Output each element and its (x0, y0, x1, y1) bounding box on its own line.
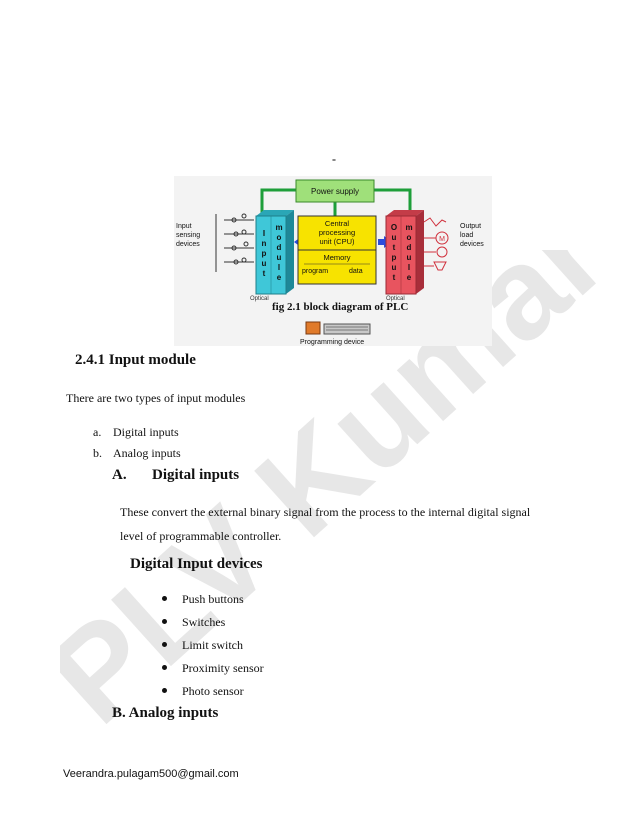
list-text: Digital inputs (113, 425, 179, 439)
power-supply-block (295, 179, 375, 203)
svg-text:m: m (275, 223, 282, 232)
input-devices-label-2: sensing (176, 232, 200, 239)
svg-text:m: m (405, 223, 412, 232)
power-wiring (260, 188, 412, 216)
list-text: Analog inputs (113, 446, 181, 460)
svg-text:p: p (392, 253, 397, 262)
svg-text:t: t (393, 243, 396, 252)
svg-text:p: p (262, 249, 267, 258)
digital-devices-list: Push buttons Switches Limit switch Proxi… (162, 590, 264, 705)
svg-text:M: M (439, 236, 445, 243)
list-item: a. Digital inputs (93, 425, 179, 440)
svg-text:unit (CPU): unit (CPU) (319, 237, 355, 246)
list-item: b. Analog inputs (93, 446, 181, 461)
digital-inputs-heading: A. Digital inputs (112, 467, 239, 484)
svg-text:O: O (391, 223, 397, 232)
input-devices-label-1: Input (176, 223, 192, 230)
heading-title: Digital inputs (152, 467, 240, 483)
plc-block-diagram: Power supply Input sensing devices I n p… (174, 176, 492, 346)
svg-text:Central: Central (325, 219, 350, 228)
programming-device-keyboard (323, 323, 371, 335)
svg-text:o: o (277, 233, 282, 242)
list-marker: a. (93, 425, 102, 439)
output-loads (423, 217, 449, 271)
svg-text:u: u (392, 233, 397, 242)
svg-text:Optical: Optical (250, 296, 269, 302)
figure-caption: fig 2.1 block diagram of PLC (272, 301, 409, 313)
svg-text:u: u (277, 253, 282, 262)
svg-text:o: o (407, 233, 412, 242)
list-marker: b. (93, 446, 102, 460)
list-item: Limit switch (162, 636, 264, 659)
svg-text:processing: processing (319, 228, 355, 237)
heading-marker: A. (112, 467, 127, 483)
output-devices-label-2: load (460, 232, 473, 239)
memory-label: Memory (323, 253, 350, 262)
svg-text:u: u (262, 259, 267, 268)
list-item: Photo sensor (162, 682, 264, 705)
power-supply-label: Power supply (311, 187, 359, 196)
digital-paragraph-line-2: level of programmable controller. (120, 529, 282, 543)
svg-text:e: e (407, 273, 412, 282)
footer-email: Veerandra.pulagam500@gmail.com (63, 768, 239, 780)
svg-text:e: e (277, 273, 282, 282)
input-devices-label-3: devices (176, 241, 200, 248)
intro-text: There are two types of input modules (66, 391, 246, 405)
svg-text:t: t (393, 273, 396, 282)
programming-device-monitor (305, 321, 321, 335)
digital-devices-heading: Digital Input devices (130, 556, 263, 572)
svg-text:d: d (407, 243, 412, 252)
svg-text:u: u (407, 253, 412, 262)
svg-text:l: l (408, 263, 410, 272)
input-switches (215, 213, 254, 272)
output-devices-label-3: devices (460, 241, 484, 248)
list-item: Switches (162, 613, 264, 636)
svg-text:t: t (263, 269, 266, 278)
section-heading: 2.4.1 Input module (75, 352, 196, 368)
output-devices-label-1: Output (460, 223, 481, 230)
program-label: program (302, 268, 328, 275)
programming-device-label: Programming device (300, 339, 364, 346)
list-item: Push buttons (162, 590, 264, 613)
page-mark: - (332, 152, 336, 166)
digital-paragraph-line-1: These convert the external binary signal… (120, 505, 531, 519)
analog-inputs-heading: B. Analog inputs (112, 705, 219, 721)
svg-text:n: n (262, 239, 267, 248)
list-item: Proximity sensor (162, 659, 264, 682)
svg-text:Optical: Optical (386, 296, 405, 302)
cpu-to-output-arrow (378, 236, 392, 248)
svg-text:I: I (263, 229, 265, 238)
svg-text:u: u (392, 263, 397, 272)
svg-text:l: l (278, 263, 280, 272)
svg-text:d: d (277, 243, 282, 252)
data-label: data (349, 268, 363, 275)
